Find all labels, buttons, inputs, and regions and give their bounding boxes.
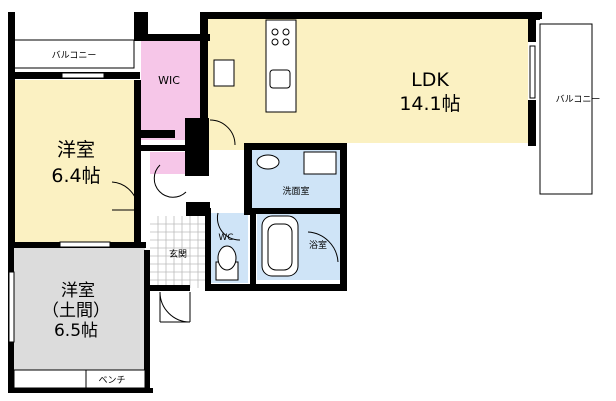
ldk-area [208, 18, 528, 143]
bench-label: ベンチ [98, 375, 125, 386]
western2-sub-label: （土間） [42, 301, 110, 321]
western1-size-label: 6.4帖 [51, 165, 100, 187]
bench-area [13, 369, 146, 389]
balcony-top-label: バルコニー [52, 50, 97, 61]
wic-label: WIC [158, 74, 180, 87]
entrance-label: 玄関 [169, 248, 187, 260]
walls [8, 12, 542, 393]
wc-label: WC [218, 233, 233, 243]
western1-area [14, 80, 138, 242]
western1-name-label: 洋室 [57, 139, 95, 161]
washroom-label: 洗面室 [282, 185, 309, 197]
entrance-tile-grid [150, 216, 205, 288]
bath-label: 浴室 [309, 239, 327, 251]
western2-area [14, 247, 145, 370]
entrance-floor [150, 216, 205, 288]
western2-size-label: 6.5帖 [54, 321, 98, 341]
windows [8, 45, 536, 343]
washbasin [256, 151, 337, 175]
ldk-lower-area [208, 110, 244, 150]
ldk-size-label: 14.1帖 [399, 93, 460, 115]
ldk-name-label: LDK [411, 69, 449, 91]
western2-name-label: 洋室 [61, 281, 95, 301]
kitchen-counter [265, 19, 297, 113]
refrigerator-space [213, 59, 235, 87]
balcony-right-label: バルコニー [556, 94, 601, 105]
closet-area [150, 152, 186, 174]
bathtub [261, 215, 299, 277]
door-swings [111, 119, 339, 323]
balcony-right-area [539, 23, 593, 195]
toilet [215, 245, 239, 281]
